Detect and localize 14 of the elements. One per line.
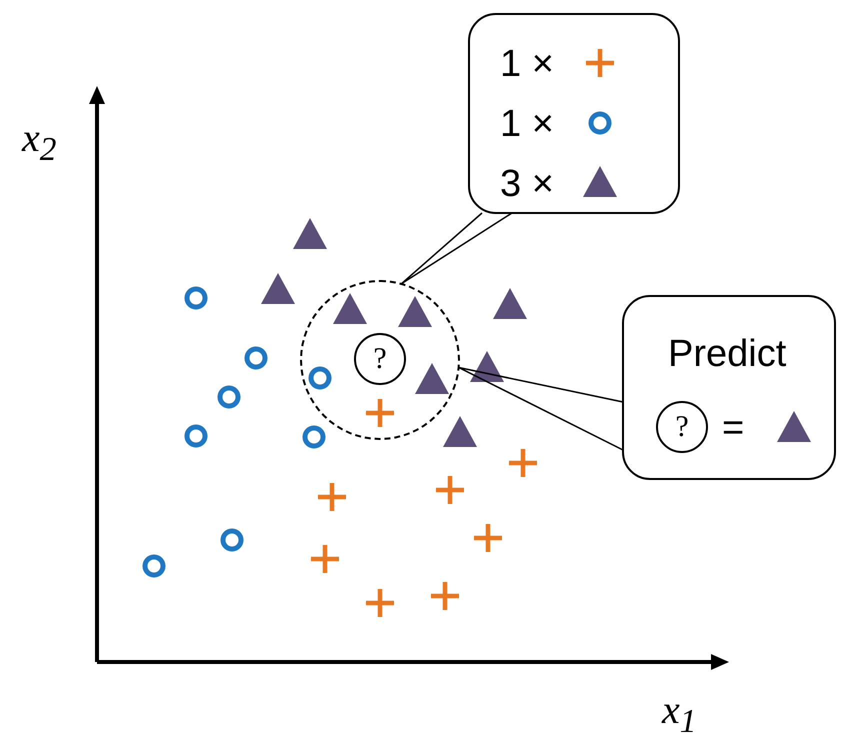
callout-pointer xyxy=(458,366,624,451)
predict-heading: Predict xyxy=(668,335,786,373)
vote-count: 3 × xyxy=(500,165,554,203)
equals-sign: = xyxy=(722,409,744,447)
vote-count: 1 × xyxy=(500,105,554,143)
axis-label: x$_{2}$ xyxy=(22,118,56,166)
axis-label: x$_{1}$ xyxy=(662,690,696,738)
query-point: ? xyxy=(656,401,708,453)
prediction-callout xyxy=(622,295,836,480)
query-point: ? xyxy=(354,333,406,385)
neighborhood-circle xyxy=(300,280,460,440)
vote-count: 1 × xyxy=(500,45,554,83)
callout-pointer xyxy=(400,212,513,285)
vote-callout xyxy=(468,13,680,214)
